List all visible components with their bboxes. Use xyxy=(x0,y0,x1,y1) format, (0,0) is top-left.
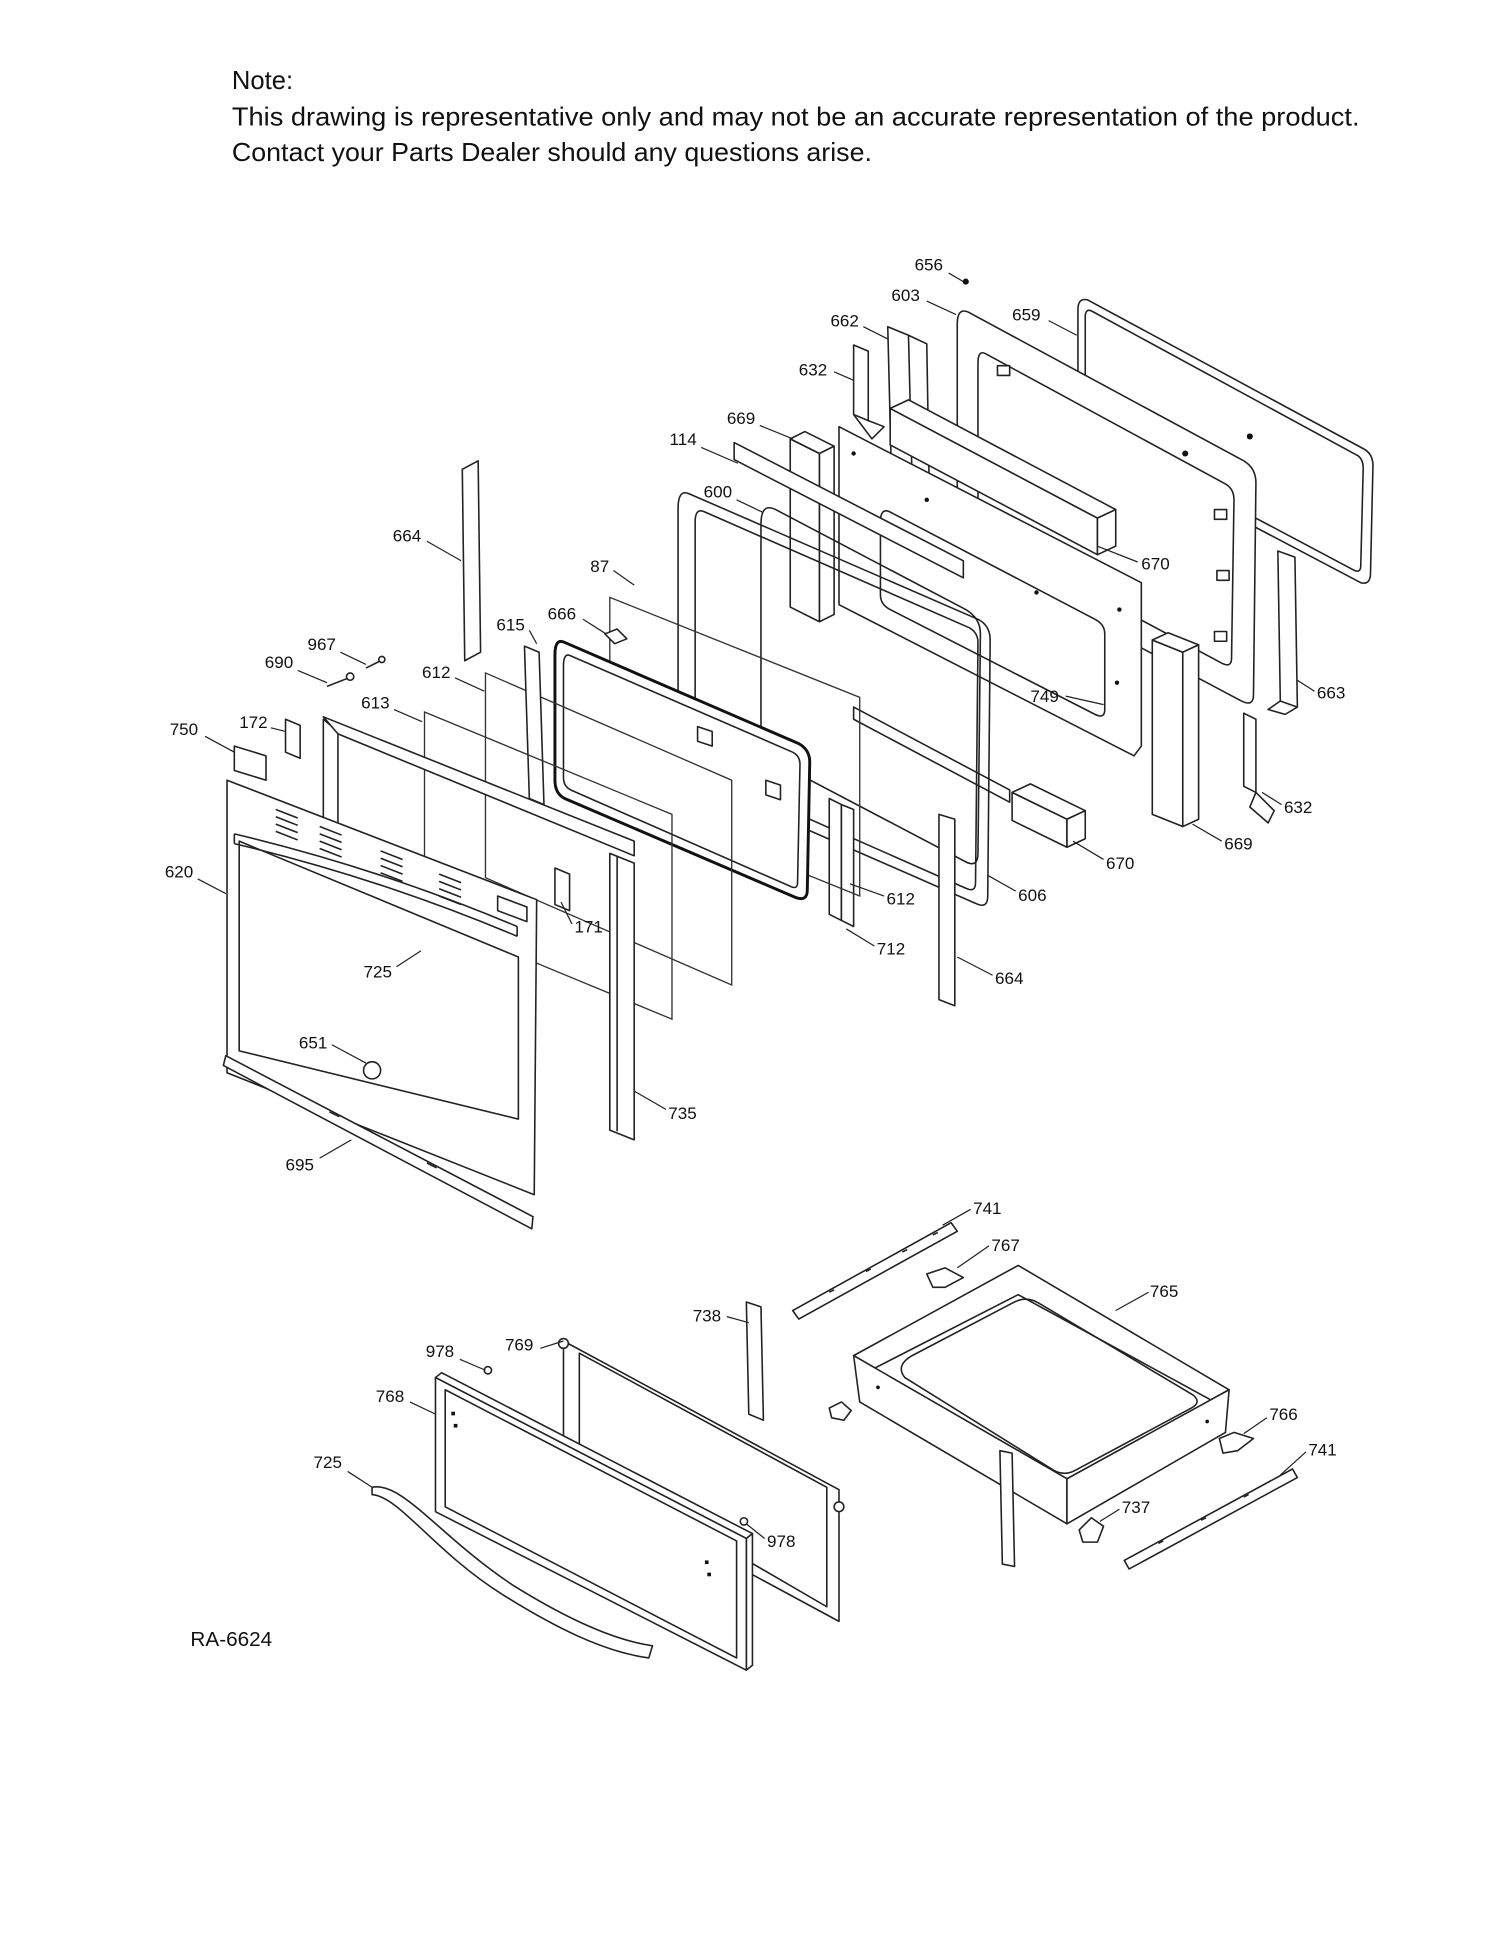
callout-612: 612 xyxy=(422,663,450,682)
callout-615: 615 xyxy=(496,615,524,634)
drawer-inner-panel xyxy=(557,1337,845,1623)
drawing-id: RA-6624 xyxy=(190,1628,272,1651)
callout-606: 606 xyxy=(1018,886,1046,905)
insulation-bottom xyxy=(1011,783,1087,849)
drawer-front-panel xyxy=(434,1371,754,1671)
callout-632: 632 xyxy=(1284,798,1312,817)
door-inner-panel xyxy=(838,425,1143,757)
door-handle xyxy=(233,833,518,937)
bracket-172 xyxy=(284,718,301,760)
callout-632: 632 xyxy=(799,360,827,379)
callout-741: 741 xyxy=(1308,1441,1336,1460)
door-frame xyxy=(677,492,1011,906)
callout-662: 662 xyxy=(830,312,858,331)
hinge-upper xyxy=(852,344,885,440)
glass-support-strip xyxy=(523,645,545,806)
callout-741: 741 xyxy=(973,1199,1001,1218)
callout-690: 690 xyxy=(265,653,293,672)
glass-pane-middle xyxy=(484,671,733,987)
door-pins xyxy=(326,655,386,688)
callout-659: 659 xyxy=(1012,306,1040,325)
callout-171: 171 xyxy=(574,918,602,937)
callout-978: 978 xyxy=(767,1532,795,1551)
callout-669: 669 xyxy=(727,409,755,428)
bracket-171 xyxy=(554,867,571,912)
side-post-right xyxy=(938,813,956,1007)
note-heading: Note: xyxy=(232,67,293,95)
insulation-vertical-left xyxy=(789,430,835,623)
callout-725: 725 xyxy=(314,1453,342,1472)
note-block: Note: This drawing is representative onl… xyxy=(232,67,1360,167)
leader-lines xyxy=(197,272,1315,1539)
callout-663: 663 xyxy=(1317,684,1345,703)
callout-712: 712 xyxy=(877,940,905,959)
drawer-box xyxy=(852,1264,1230,1525)
drawer-rail-right xyxy=(1123,1468,1299,1570)
door-outer-panel xyxy=(226,779,538,1196)
callout-172: 172 xyxy=(239,713,267,732)
callout-664: 664 xyxy=(995,969,1023,988)
glass-pane-outer xyxy=(423,710,673,1021)
drawer-glide-left xyxy=(828,1401,852,1422)
callout-664: 664 xyxy=(393,526,421,545)
callout-603: 603 xyxy=(891,286,919,305)
callout-967: 967 xyxy=(307,635,335,654)
callout-87: 87 xyxy=(590,557,609,576)
window-liner xyxy=(553,628,812,901)
callout-666: 666 xyxy=(548,604,576,623)
callout-749: 749 xyxy=(1030,687,1058,706)
drawer-clip-766 xyxy=(1218,1431,1255,1454)
callout-769: 769 xyxy=(505,1336,533,1355)
screw-978-lower xyxy=(739,1516,749,1526)
callout-114: 114 xyxy=(670,430,697,449)
note-line-1: This drawing is representative only and … xyxy=(232,104,1360,132)
callout-737: 737 xyxy=(1122,1498,1150,1517)
door-gasket xyxy=(1077,298,1374,584)
callout-600: 600 xyxy=(704,482,732,501)
oven-door-assembly xyxy=(222,278,1374,1230)
insulation-vertical-right xyxy=(1151,631,1200,828)
callout-656: 656 xyxy=(915,256,943,275)
callout-695: 695 xyxy=(286,1155,314,1174)
callout-750: 750 xyxy=(170,720,198,739)
insulation-top xyxy=(889,399,1117,556)
callout-651: 651 xyxy=(299,1033,327,1052)
callout-labels: 656 603 659 662 632 669 114 600 664 87 6… xyxy=(165,256,1345,1551)
logo-badge xyxy=(362,1061,382,1080)
callout-670: 670 xyxy=(1141,554,1169,573)
callout-669: 669 xyxy=(1224,835,1252,854)
top-bracket-750 xyxy=(233,745,267,782)
glass-retainer-strip xyxy=(828,797,843,922)
drawer-handle xyxy=(371,1486,654,1659)
drawer-rail-left xyxy=(791,1221,959,1320)
callout-620: 620 xyxy=(165,863,193,882)
callout-765: 765 xyxy=(1150,1282,1178,1301)
drawer-clip-767 xyxy=(925,1267,965,1289)
insulation-strip xyxy=(733,441,965,579)
door-bottom-trim xyxy=(222,1054,534,1230)
callout-768: 768 xyxy=(376,1387,404,1406)
screw-656 xyxy=(962,278,969,285)
callout-670: 670 xyxy=(1106,854,1134,873)
retainer-channel xyxy=(840,803,855,928)
callout-725: 725 xyxy=(364,963,392,982)
callout-738: 738 xyxy=(693,1306,721,1325)
note-line-2: Contact your Parts Dealer should any que… xyxy=(232,139,872,167)
drawer-assembly xyxy=(371,1221,1299,1671)
hinge-lower xyxy=(1242,712,1275,824)
drawer-strip-738 xyxy=(745,1301,765,1422)
side-post-left xyxy=(461,460,482,662)
drawer-side-post xyxy=(999,1449,1016,1568)
side-bracket-right xyxy=(1267,550,1299,716)
callout-612: 612 xyxy=(887,890,915,909)
callout-735: 735 xyxy=(668,1104,696,1123)
callout-766: 766 xyxy=(1269,1405,1297,1424)
drawer-glide-737 xyxy=(1078,1516,1105,1543)
callout-613: 613 xyxy=(361,693,389,712)
callout-767: 767 xyxy=(991,1236,1019,1255)
callout-978: 978 xyxy=(426,1342,454,1361)
